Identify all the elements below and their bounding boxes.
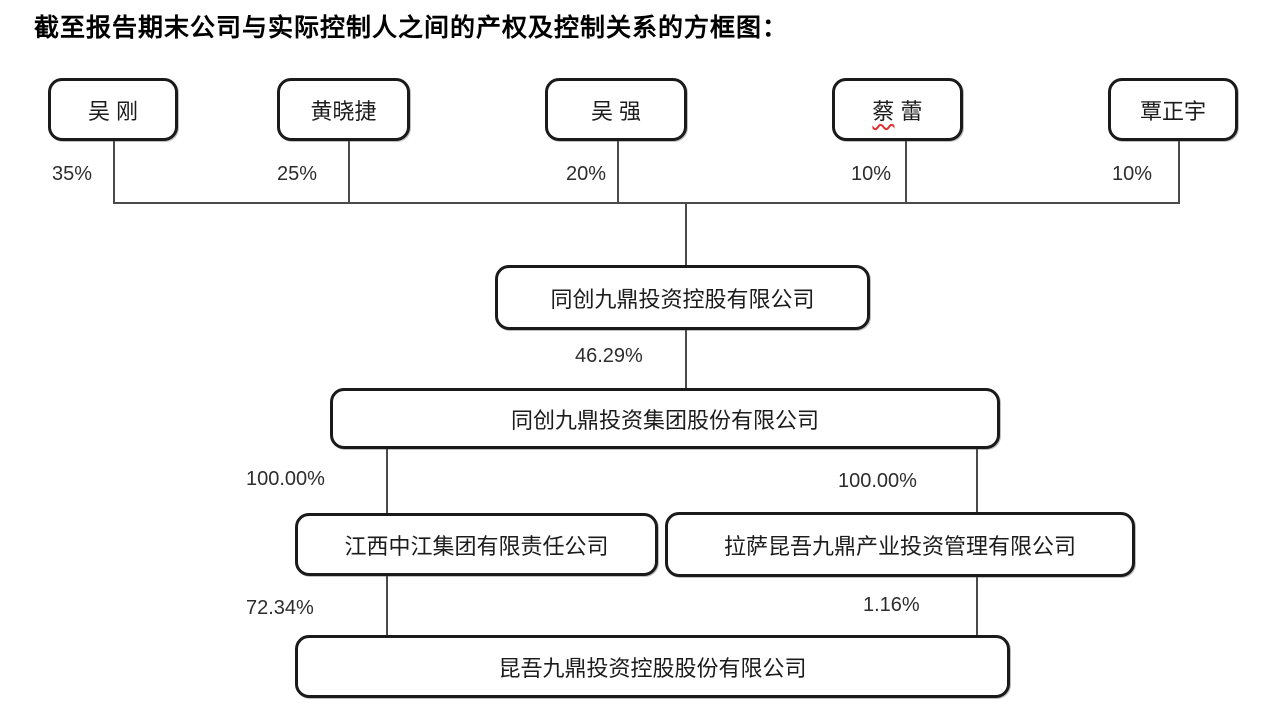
ownership-label-qin-zhengyu: 10%: [1112, 163, 1153, 185]
connector-line: [113, 141, 115, 203]
node-qin-zhengyu: 覃正宇: [1108, 78, 1238, 141]
ownership-label-lasa-in-bottom: 1.16%: [863, 594, 920, 616]
node-wu-qiang-label: 吴 强: [590, 98, 642, 124]
node-cai-lei: 蔡 蕾: [832, 78, 963, 141]
page-title: 截至报告期末公司与实际控制人之间的产权及控制关系的方框图：: [34, 14, 789, 42]
connector-bus-line: [113, 202, 1180, 204]
connector-line: [1178, 141, 1180, 203]
node-tongchuang-jiuding-holding: 同创九鼎投资控股有限公司: [495, 265, 870, 330]
node-kunwu-jiuding-investment: 昆吾九鼎投资控股股份有限公司: [295, 635, 1010, 698]
spellcheck-underline: 蔡: [872, 98, 895, 124]
connector-line: [617, 141, 619, 203]
node-kunwu-jiuding-investment-label: 昆吾九鼎投资控股股份有限公司: [498, 655, 807, 681]
node-cai-lei-label: 蔡 蕾: [872, 98, 923, 124]
node-lasa-kunwu-jiuding: 拉萨昆吾九鼎产业投资管理有限公司: [665, 512, 1135, 577]
ownership-label-holding-in-group: 46.29%: [575, 345, 643, 367]
ownership-label-group-in-lasa: 100.00%: [838, 470, 917, 492]
ownership-label-jiangxi-in-bottom: 72.34%: [246, 597, 314, 619]
node-jiangxi-zhongjiang-label: 江西中江集团有限责任公司: [344, 533, 609, 559]
connector-line: [905, 141, 907, 203]
node-tongchuang-jiuding-holding-label: 同创九鼎投资控股有限公司: [550, 286, 815, 312]
connector-line: [976, 449, 978, 512]
node-qin-zhengyu-label: 覃正宇: [1139, 98, 1206, 124]
node-huang-xiaojie: 黄晓捷: [277, 78, 410, 141]
node-wu-gang-label: 吴 刚: [87, 98, 139, 124]
node-jiangxi-zhongjiang: 江西中江集团有限责任公司: [295, 513, 658, 576]
node-wu-qiang: 吴 强: [545, 78, 687, 141]
connector-line: [386, 449, 388, 513]
ownership-label-wu-gang: 35%: [52, 163, 93, 185]
node-wu-gang: 吴 刚: [48, 78, 178, 141]
node-huang-xiaojie-label: 黄晓捷: [310, 98, 377, 124]
connector-line: [348, 141, 350, 203]
ownership-label-huang-xiaojie: 25%: [277, 163, 318, 185]
ownership-label-wu-qiang: 20%: [566, 163, 607, 185]
node-tongchuang-jiuding-group-label: 同创九鼎投资集团股份有限公司: [510, 407, 819, 433]
ownership-label-cai-lei: 10%: [851, 163, 892, 185]
node-lasa-kunwu-jiuding-label: 拉萨昆吾九鼎产业投资管理有限公司: [723, 533, 1076, 559]
node-tongchuang-jiuding-group: 同创九鼎投资集团股份有限公司: [330, 388, 1000, 449]
connector-line: [386, 576, 388, 635]
connector-line: [976, 577, 978, 635]
ownership-label-group-in-jiangxi: 100.00%: [246, 468, 325, 490]
connector-line: [685, 330, 687, 388]
connector-line: [685, 204, 687, 265]
